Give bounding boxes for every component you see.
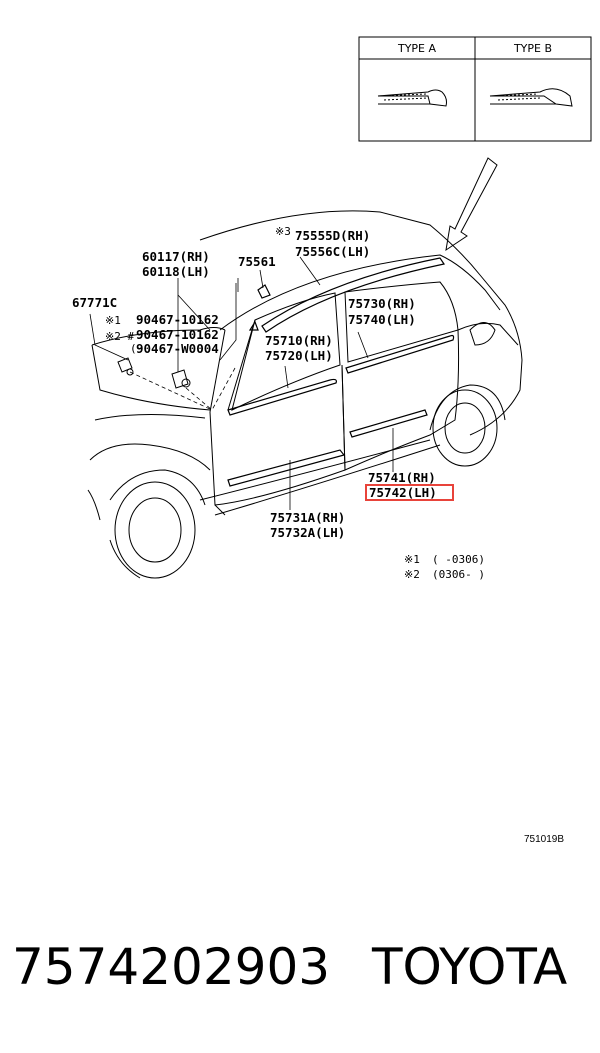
label-75732a: 75732A(LH) xyxy=(270,525,345,540)
label-67771c: 67771C xyxy=(72,295,117,310)
clip-parts xyxy=(117,357,191,389)
label-75740: 75740(LH) xyxy=(348,312,416,327)
label-75710: 75710(RH) xyxy=(265,333,333,348)
note2-range: (0306- ) xyxy=(432,568,485,581)
mark1-label: ※1 xyxy=(105,314,121,327)
mark3-label: ※3 xyxy=(275,225,291,238)
mark2-label: ※2 # xyxy=(105,330,134,343)
label-90467-2: 90467-10162 xyxy=(136,327,219,342)
diagram-code: 751019B xyxy=(524,834,564,845)
label-75555d: 75555D(RH) xyxy=(295,228,370,243)
label-75561: 75561 xyxy=(238,254,276,269)
type-b-profile xyxy=(489,88,573,107)
paren-open: ( xyxy=(130,342,137,355)
note1-mark: ※1 xyxy=(404,553,420,566)
label-60118: 60118(LH) xyxy=(142,264,210,279)
label-75731a: 75731A(RH) xyxy=(270,510,345,525)
label-90467-3: 90467-W0004 xyxy=(136,341,219,356)
highlight-box xyxy=(365,484,454,501)
type-a-profile xyxy=(377,89,447,107)
type-b-header: TYPE B xyxy=(513,42,552,55)
note1-range: ( -0306) xyxy=(432,553,485,566)
brand-name: TOYOTA xyxy=(372,938,568,996)
label-75720: 75720(LH) xyxy=(265,348,333,363)
label-75556c: 75556C(LH) xyxy=(295,244,370,259)
part-number: 7574202903 xyxy=(12,938,331,996)
car-outline xyxy=(87,210,523,579)
leader-lines xyxy=(89,256,394,510)
label-75730: 75730(RH) xyxy=(348,296,416,311)
footer: 7574202903 TOYOTA xyxy=(0,938,600,1008)
type-box xyxy=(358,36,592,142)
note2-mark: ※2 xyxy=(404,568,420,581)
label-90467-1: 90467-10162 xyxy=(136,312,219,327)
label-75742: 75742(LH) xyxy=(369,485,437,500)
label-75741: 75741(RH) xyxy=(368,470,436,485)
type-a-header: TYPE A xyxy=(397,42,437,55)
label-60117: 60117(RH) xyxy=(142,249,210,264)
detail-arrow xyxy=(445,157,498,252)
